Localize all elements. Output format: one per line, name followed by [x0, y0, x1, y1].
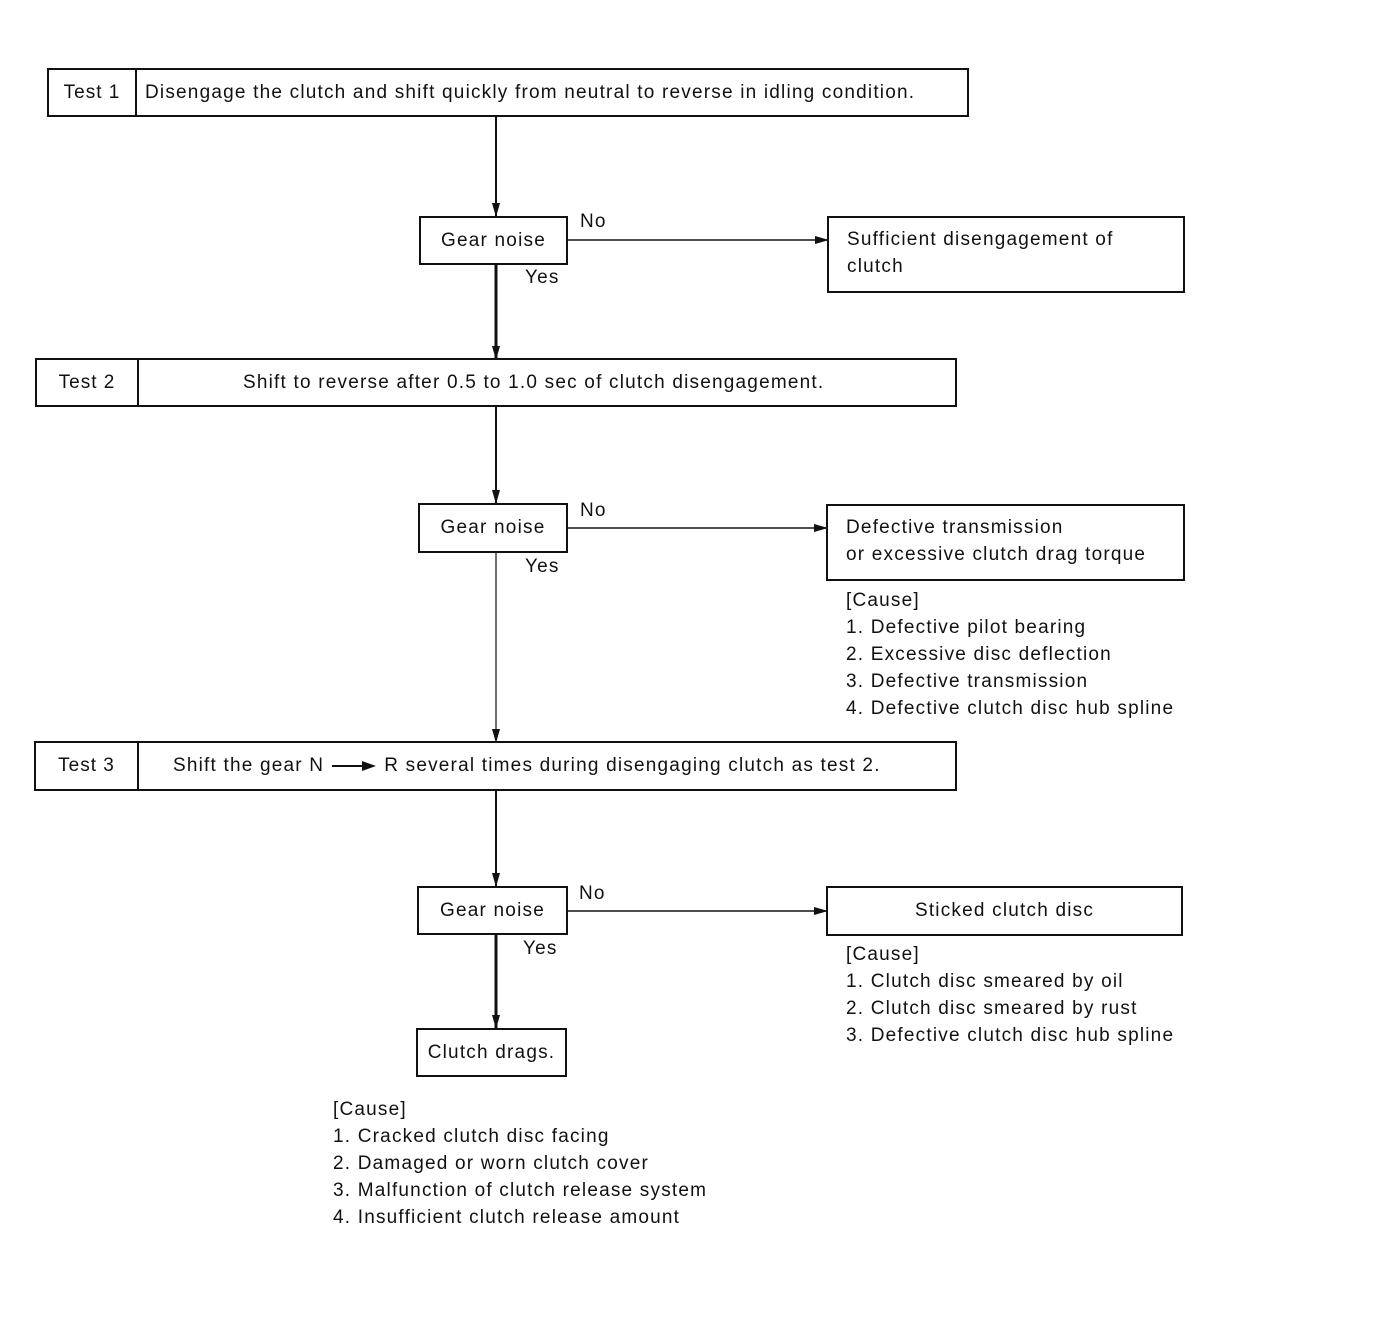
- result4-box: Clutch drags.: [416, 1028, 567, 1077]
- test2-text: Shift to reverse after 0.5 to 1.0 sec of…: [243, 371, 825, 393]
- result2-line1: Defective transmission: [846, 517, 1064, 538]
- cause4-item: 3. Malfunction of clutch release system: [333, 1180, 708, 1201]
- test2-box: Test 2 Shift to reverse after 0.5 to 1.0…: [35, 358, 957, 407]
- result3-box: Sticked clutch disc: [826, 886, 1183, 936]
- decision2-yes-label: Yes: [525, 556, 560, 577]
- test3-text-after: R several times during disengaging clutc…: [384, 755, 881, 776]
- test3-text-before: Shift the gear N: [173, 755, 325, 776]
- result1-box: Sufficient disengagement of clutch: [827, 216, 1185, 293]
- cause3-list: [Cause] 1. Clutch disc smeared by oil 2.…: [846, 941, 1174, 1049]
- test1-box: Test 1 Disengage the clutch and shift qu…: [47, 68, 969, 117]
- cause4-header: [Cause]: [333, 1099, 407, 1120]
- cause3-header: [Cause]: [846, 944, 920, 965]
- cause4-item: 4. Insufficient clutch release amount: [333, 1207, 681, 1228]
- result2-line2: or excessive clutch drag torque: [846, 544, 1147, 565]
- cause4-item: 1. Cracked clutch disc facing: [333, 1126, 610, 1147]
- decision3-box: Gear noise: [417, 886, 568, 935]
- cause2-item: 3. Defective transmission: [846, 671, 1089, 692]
- arrow-right-icon: [332, 761, 377, 771]
- cause2-item: 2. Excessive disc deflection: [846, 644, 1112, 665]
- test1-label: Test 1: [49, 70, 137, 115]
- test3-box: Test 3 Shift the gear N R several times …: [34, 741, 957, 791]
- decision3-no-label: No: [579, 883, 606, 904]
- cause4-list: [Cause] 1. Cracked clutch disc facing 2.…: [333, 1096, 707, 1231]
- cause2-header: [Cause]: [846, 590, 920, 611]
- decision1-yes-label: Yes: [525, 267, 560, 288]
- cause3-item: 1. Clutch disc smeared by oil: [846, 971, 1124, 992]
- cause2-item: 1. Defective pilot bearing: [846, 617, 1087, 638]
- test3-text: Shift the gear N R several times during …: [173, 743, 881, 789]
- test3-label: Test 3: [36, 743, 139, 789]
- cause3-item: 3. Defective clutch disc hub spline: [846, 1025, 1175, 1046]
- result1-line2: clutch: [847, 256, 904, 277]
- test2-label: Test 2: [37, 360, 139, 405]
- cause4-item: 2. Damaged or worn clutch cover: [333, 1153, 649, 1174]
- test1-text: Disengage the clutch and shift quickly f…: [145, 81, 916, 103]
- cause3-item: 2. Clutch disc smeared by rust: [846, 998, 1138, 1019]
- decision3-yes-label: Yes: [523, 938, 558, 959]
- decision2-no-label: No: [580, 500, 607, 521]
- decision2-box: Gear noise: [418, 503, 568, 553]
- cause2-item: 4. Defective clutch disc hub spline: [846, 698, 1175, 719]
- result1-line1: Sufficient disengagement of: [847, 229, 1114, 250]
- decision1-no-label: No: [580, 211, 607, 232]
- result2-box: Defective transmission or excessive clut…: [826, 504, 1185, 581]
- cause2-list: [Cause] 1. Defective pilot bearing 2. Ex…: [846, 587, 1174, 722]
- decision1-box: Gear noise: [419, 216, 568, 265]
